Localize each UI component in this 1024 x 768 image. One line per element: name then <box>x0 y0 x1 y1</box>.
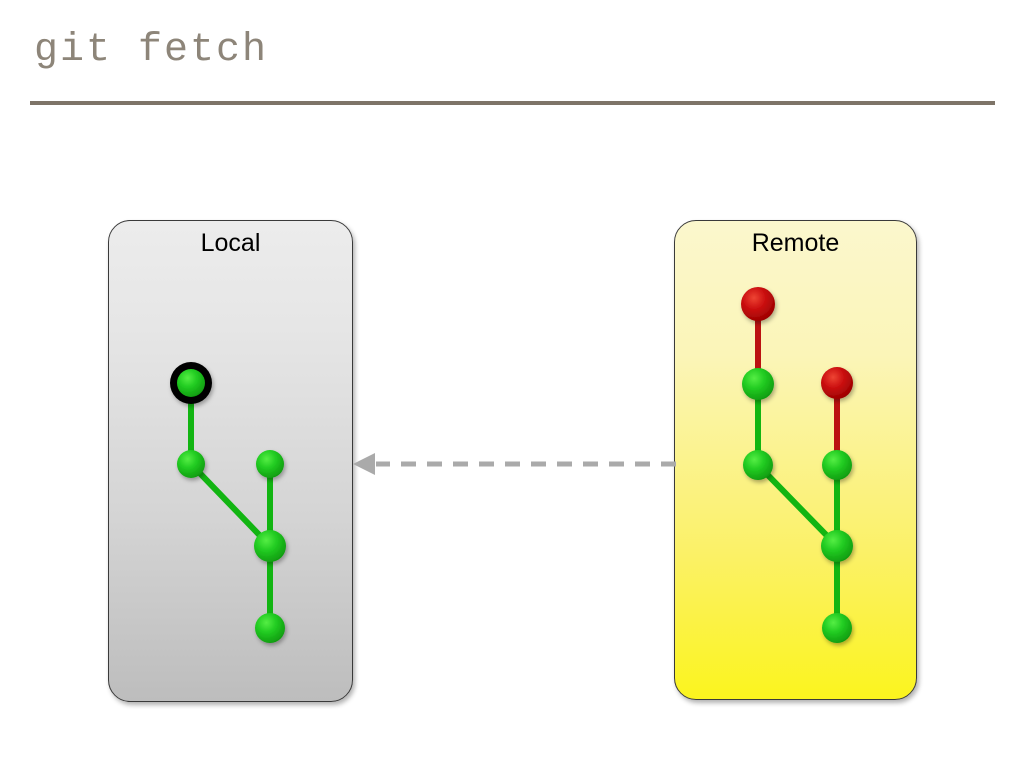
commit-dot <box>256 450 284 478</box>
commit-nodes <box>741 287 853 643</box>
commit-nodes <box>170 362 286 643</box>
commit-edge <box>188 461 273 549</box>
panel-local[interactable]: Local <box>108 220 353 702</box>
fetch-arrow-icon <box>353 453 676 475</box>
commit-node[interactable] <box>256 450 284 478</box>
commit-edges <box>188 380 273 631</box>
commit-node[interactable] <box>741 287 775 321</box>
commit-dot <box>821 367 853 399</box>
fetch-arrow-head <box>353 453 375 475</box>
commit-node[interactable] <box>255 613 285 643</box>
commit-dot <box>741 287 775 321</box>
commit-node[interactable] <box>742 368 774 400</box>
commit-dot <box>177 369 205 397</box>
commit-node-head[interactable] <box>170 362 212 404</box>
commit-dot <box>177 450 205 478</box>
commit-graph-remote <box>741 287 853 643</box>
title-divider <box>30 101 995 105</box>
panel-remote[interactable]: Remote <box>674 220 917 700</box>
commit-node[interactable] <box>177 450 205 478</box>
commit-dot <box>821 530 853 562</box>
commit-edge <box>755 462 840 549</box>
panel-remote-label: Remote <box>751 229 840 257</box>
commit-graph-local <box>170 362 286 643</box>
commit-dot <box>255 613 285 643</box>
commit-dot <box>743 450 773 480</box>
commit-dot <box>254 530 286 562</box>
commit-node[interactable] <box>821 530 853 562</box>
commit-node[interactable] <box>822 450 852 480</box>
head-ring <box>170 362 212 404</box>
commit-node[interactable] <box>821 367 853 399</box>
commit-dot <box>742 368 774 400</box>
page-title: git fetch <box>34 28 269 73</box>
commit-edges <box>755 301 840 631</box>
commit-node[interactable] <box>822 613 852 643</box>
panel-local-label: Local <box>200 229 261 257</box>
commit-node[interactable] <box>743 450 773 480</box>
commit-dot <box>822 613 852 643</box>
commit-node[interactable] <box>254 530 286 562</box>
commit-dot <box>822 450 852 480</box>
